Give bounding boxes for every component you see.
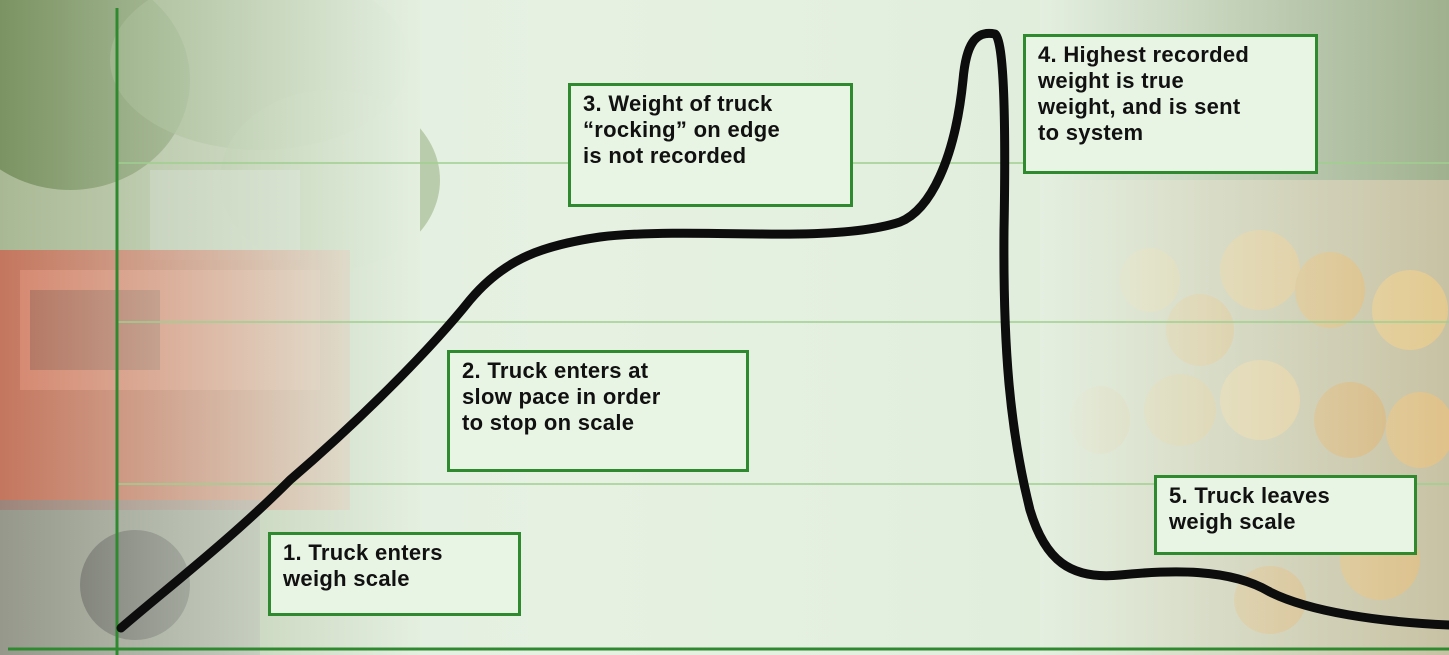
callout-highest-weight: 4. Highest recorded weight is true weigh… <box>1023 34 1318 174</box>
callout-slow-pace: 2. Truck enters at slow pace in order to… <box>447 350 749 472</box>
callout-text: 1. Truck enters <box>283 540 443 565</box>
callout-text: weight is true <box>1038 68 1184 93</box>
callout-text: 5. Truck leaves <box>1169 483 1331 508</box>
callout-text: “rocking” on edge <box>583 117 781 142</box>
truck-photo <box>0 0 440 655</box>
callout-text: 4. Highest recorded <box>1038 42 1250 67</box>
callout-text: is not recorded <box>583 143 747 168</box>
callout-text: slow pace in order <box>462 384 661 409</box>
callout-text: weigh scale <box>1169 509 1296 534</box>
callout-text: weigh scale <box>283 566 410 591</box>
weight-curve <box>116 28 1449 633</box>
callout-rocking-not-recorded: 3. Weight of truck “rocking” on edge is … <box>568 83 853 207</box>
callout-text: to system <box>1038 120 1144 145</box>
callout-truck-leaves: 5. Truck leaves weigh scale <box>1154 475 1417 555</box>
callout-text: weight, and is sent <box>1038 94 1241 119</box>
callout-truck-enters: 1. Truck enters weigh scale <box>268 532 521 616</box>
callout-text: 3. Weight of truck <box>583 91 773 116</box>
callout-text: 2. Truck enters at <box>462 358 649 383</box>
callout-text: to stop on scale <box>462 410 635 435</box>
